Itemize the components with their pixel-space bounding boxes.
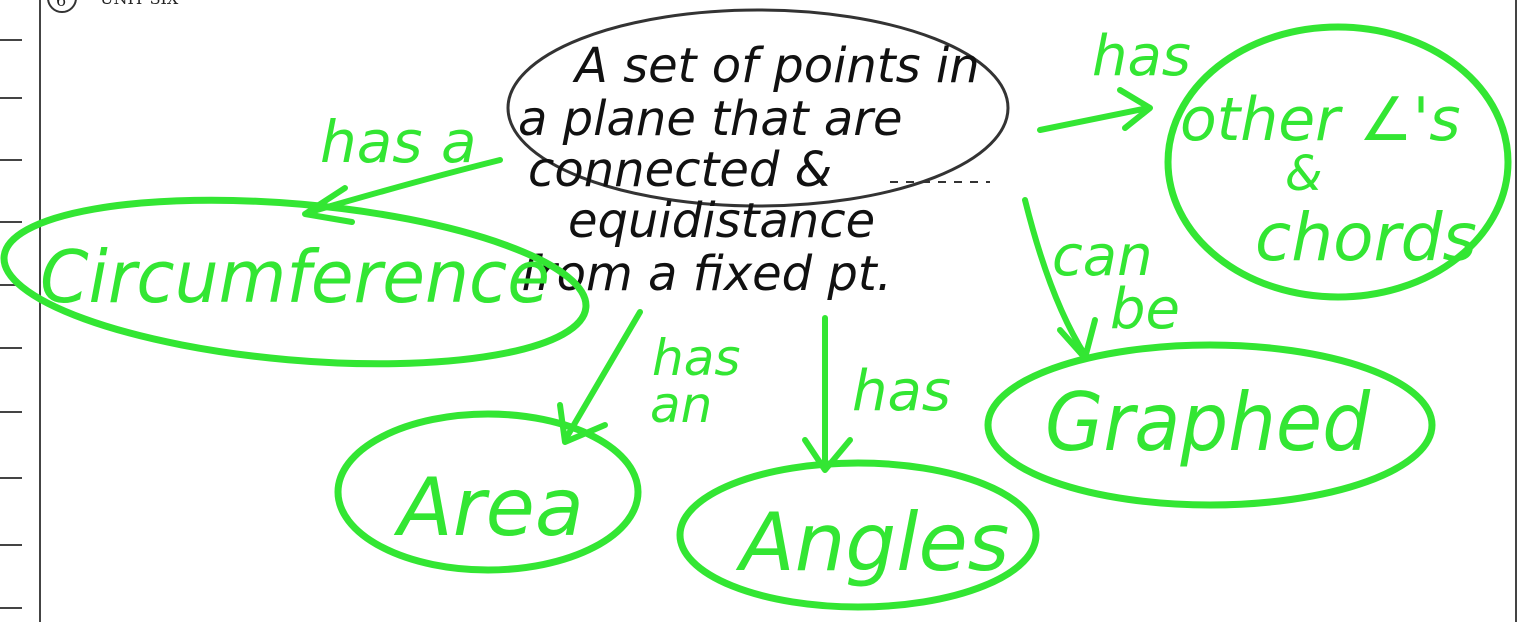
edge-labels: has a has an has can be has [320,24,1191,434]
arrowhead-area [557,402,608,445]
central-line-2: a plane that are [518,91,903,147]
arrowhead-graphed [1057,317,1098,361]
central-oval [506,8,1010,208]
edge-label-has-a: has a [320,108,477,176]
central-line-4: equidistance [568,193,875,249]
edge-label-has-an-1: has [652,329,740,387]
central-line-3: connected & [528,142,832,198]
chords-line-1: other ∠'s [1180,85,1460,155]
arrowhead-angles [802,437,853,473]
node-graphed: Graphed [984,341,1436,509]
arrow-to-graphed [1022,197,1088,358]
edge-label-has-chords: has [1092,24,1191,89]
arrowhead-chords [1117,87,1153,131]
graphed-label: Graphed [1045,376,1371,469]
circumference-oval [0,196,590,368]
graphed-oval [984,341,1436,509]
arrow-to-chords [1037,105,1151,133]
page-header-label: UNIT SIX [100,0,179,8]
central-line-1: A set of points in [572,38,980,94]
chords-line-2: & [1285,146,1322,202]
angles-label: Angles [735,496,1009,589]
arrow-to-area [562,309,643,443]
central-line-5: from a fixed pt. [520,246,892,302]
circumference-label: Circumference [40,235,550,319]
area-label: Area [393,461,584,554]
page-header: 6 UNIT SIX [47,0,179,13]
node-circumference: Circumference [0,196,590,368]
chords-line-3: chords [1255,199,1477,276]
arrowhead-circumference [302,185,355,225]
page-number: 6 [56,0,66,10]
page-number-circle [47,0,77,13]
edge-label-can: can [1052,224,1153,289]
edge-label-be: be [1110,277,1180,342]
node-chords: other ∠'s & chords [1164,23,1512,301]
node-angles: Angles [676,459,1040,611]
node-area: Area [334,410,642,574]
central-node: A set of points in a plane that are conn… [506,8,1010,302]
chords-oval [1164,23,1512,301]
connectors [302,87,1153,473]
arrow-to-circumference [307,157,503,215]
edge-label-has-an-2: an [650,376,712,434]
angles-oval [676,459,1040,611]
area-oval [334,410,642,574]
edge-label-has: has [852,359,951,424]
